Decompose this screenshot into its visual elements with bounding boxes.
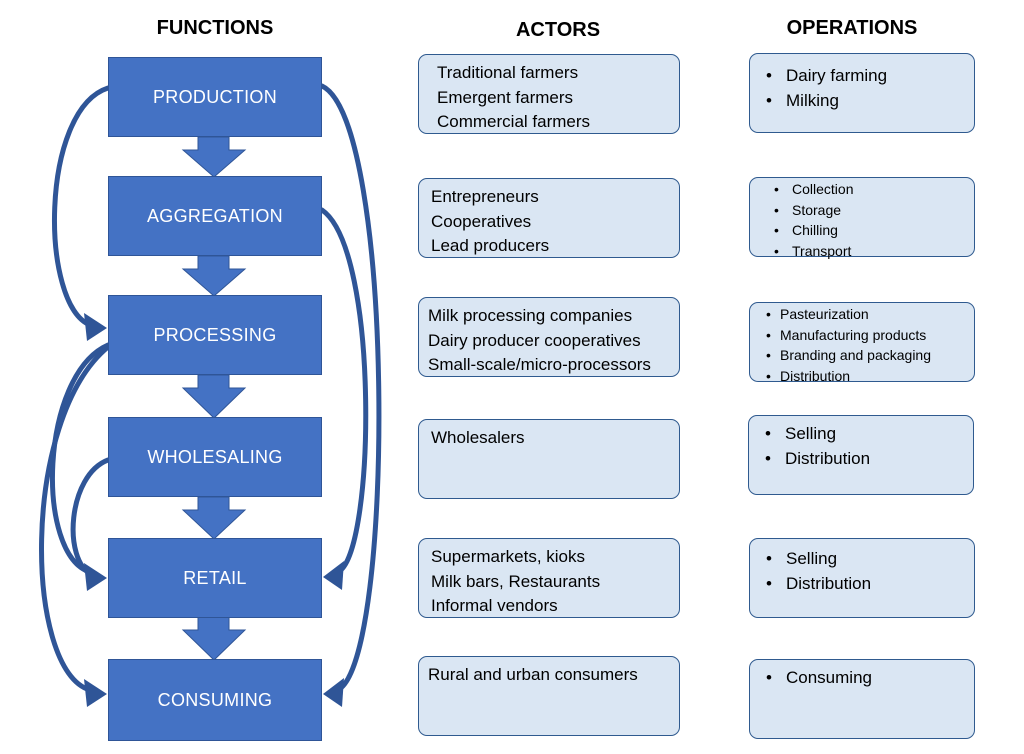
operation-item: Manufacturing products bbox=[764, 325, 964, 346]
operations-consuming: Consuming bbox=[749, 659, 975, 739]
actor-line: Milk processing companies bbox=[428, 306, 633, 325]
arrowhead-consuming-right bbox=[323, 678, 344, 707]
functions-heading: FUNCTIONS bbox=[156, 17, 274, 39]
curve-aggregation-to-retail bbox=[319, 207, 369, 575]
actors-wholesaling: Wholesalers bbox=[418, 419, 680, 499]
operation-item: Distribution bbox=[764, 366, 964, 387]
actor-line: Cooperatives bbox=[431, 211, 532, 231]
down-arrow-3 bbox=[181, 374, 247, 419]
actor-line: Dairy producer cooperatives bbox=[428, 330, 641, 350]
actor-line: Lead producers bbox=[431, 236, 550, 255]
operation-item: Distribution bbox=[763, 447, 963, 472]
arrowhead-retail-right bbox=[323, 561, 344, 590]
operations-processing: Pasteurization Manufacturing products Br… bbox=[749, 302, 975, 386]
function-retail: RETAIL bbox=[108, 538, 322, 618]
actor-line: Emergent farmers bbox=[437, 87, 574, 107]
actors-production: Traditional farmers Emergent farmers Com… bbox=[418, 54, 680, 134]
actor-line: Wholesalers bbox=[431, 428, 525, 447]
down-arrow-5 bbox=[181, 616, 247, 661]
operation-item: Dairy farming bbox=[764, 64, 964, 89]
arrowhead-retail-left-1 bbox=[84, 563, 107, 591]
operation-item: Storage bbox=[764, 200, 964, 221]
operations-production: Dairy farming Milking bbox=[749, 53, 975, 133]
operation-item: Selling bbox=[763, 422, 963, 447]
function-production: PRODUCTION bbox=[108, 57, 322, 137]
actor-line: Small-scale/micro-processors bbox=[428, 355, 651, 374]
operation-item: Collection bbox=[764, 179, 964, 200]
actors-consuming: Rural and urban consumers bbox=[418, 656, 680, 736]
operation-item: Branding and packaging bbox=[764, 345, 964, 366]
function-processing: PROCESSING bbox=[108, 295, 322, 375]
operation-item: Consuming bbox=[764, 666, 964, 691]
function-aggregation: AGGREGATION bbox=[108, 176, 322, 256]
arrowhead-processing-left bbox=[84, 313, 107, 341]
curve-production-to-processing bbox=[52, 85, 111, 328]
actor-line: Entrepreneurs bbox=[431, 187, 539, 206]
operation-item: Milking bbox=[764, 89, 964, 114]
actor-line: Supermarkets, kioks bbox=[431, 547, 585, 566]
actor-line: Rural and urban consumers bbox=[428, 665, 638, 684]
down-arrow-1 bbox=[181, 136, 247, 178]
curve-production-to-consuming bbox=[319, 83, 382, 693]
operation-item: Transport bbox=[764, 241, 964, 262]
actor-line: Traditional farmers bbox=[437, 63, 579, 82]
operation-item: Pasteurization bbox=[764, 304, 964, 325]
curve-processing-to-consuming bbox=[39, 344, 111, 693]
operation-item: Selling bbox=[764, 547, 964, 572]
curve-processing-to-retail bbox=[49, 342, 111, 575]
operations-wholesaling: Selling Distribution bbox=[748, 415, 974, 495]
down-arrow-2 bbox=[181, 255, 247, 297]
actors-aggregation: Entrepreneurs Cooperatives Lead producer… bbox=[418, 178, 680, 258]
actors-processing: Milk processing companies Dairy producer… bbox=[418, 297, 680, 377]
function-wholesaling: WHOLESALING bbox=[108, 417, 322, 497]
operations-heading: OPERATIONS bbox=[786, 17, 918, 39]
function-consuming: CONSUMING bbox=[108, 659, 322, 741]
operation-item: Distribution bbox=[764, 572, 964, 597]
actors-retail: Supermarkets, kioks Milk bars, Restauran… bbox=[418, 538, 680, 618]
actor-line: Commercial farmers bbox=[437, 112, 591, 131]
operations-retail: Selling Distribution bbox=[749, 538, 975, 618]
curve-wholesaling-to-retail bbox=[70, 457, 111, 578]
arrowhead-consuming-left bbox=[84, 679, 107, 707]
operation-item: Chilling bbox=[764, 220, 964, 241]
actors-heading: ACTORS bbox=[515, 19, 601, 41]
actor-line: Milk bars, Restaurants bbox=[431, 571, 601, 591]
operations-aggregation: Collection Storage Chilling Transport bbox=[749, 177, 975, 261]
actor-line: Informal vendors bbox=[431, 596, 558, 615]
down-arrow-4 bbox=[181, 496, 247, 540]
